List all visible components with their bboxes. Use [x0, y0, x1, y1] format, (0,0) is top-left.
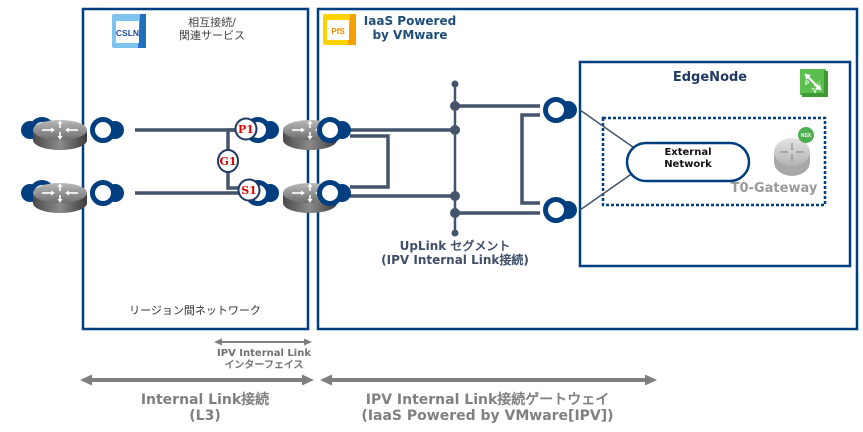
edge-port-bottom[interactable] [546, 200, 578, 221]
router-iaas-bottom[interactable] [248, 183, 352, 214]
bus-end-top [451, 80, 459, 88]
external-network-label: External Network [632, 147, 744, 170]
gateway-line2: (IaaS Powered by VMware[IPV]) [361, 408, 614, 425]
link-iaas-loop [350, 134, 390, 189]
nsx-router-icon: NSX [774, 127, 814, 176]
router-cs-bottom[interactable] [21, 183, 124, 214]
bus-node [450, 125, 460, 135]
router-cs-top[interactable] [21, 120, 124, 151]
pv-icon-v: V [813, 89, 817, 95]
edgenode-title: EdgeNode [672, 70, 748, 85]
badge-g1: G1 [217, 149, 239, 173]
region-network-label: リージョン間ネットワーク [129, 304, 261, 317]
badge-s1-text: S1 [241, 184, 257, 197]
link-ext-top [579, 109, 641, 153]
interface-span-label: IPV Internal Link インターフェイス [196, 348, 332, 371]
gateway-span-label: IPV Internal Link接続ゲートウェイ (IaaS Powered … [330, 392, 645, 424]
interface-line1: IPV Internal Link [217, 348, 311, 359]
bus-node [450, 191, 460, 201]
cs-title-line2: 関連サービス [179, 28, 245, 42]
badge-g1-text: G1 [219, 155, 236, 168]
link-edge-loop [520, 113, 540, 205]
badge-s1: S1 [237, 178, 261, 202]
pv-icon-p: P [805, 81, 809, 87]
pfs-icon: PfS [323, 14, 356, 45]
bus-end-bottom [451, 229, 459, 237]
pv-switch-icon: P V [800, 69, 828, 97]
internal-link-span-arrow [80, 374, 314, 386]
external-network-line2: Network [664, 158, 712, 170]
edge-port-top[interactable] [546, 100, 578, 121]
iaas-zone-frame [316, 7, 859, 331]
interface-line2: インターフェイス [224, 359, 304, 371]
uplink-line2: (IPV Internal Link接続) [381, 252, 529, 267]
iaas-title-line2: by VMware [372, 27, 448, 42]
external-network-line1: External [664, 147, 712, 158]
cs-title-line1: 相互接続/ [188, 16, 236, 29]
cs-zone-title: 相互接続/ 関連サービス [162, 16, 262, 42]
pfs-icon-text: PfS [331, 27, 345, 36]
interface-span-arrow [214, 338, 312, 346]
badge-p1-text: P1 [238, 123, 254, 136]
gateway-line1: IPV Internal Link接続ゲートウェイ [365, 392, 610, 408]
badge-p1: P1 [234, 117, 258, 141]
internal-link-line1: Internal Link接続 [140, 392, 270, 408]
t0-gateway-frame [601, 116, 827, 207]
nsx-badge-text: NSX [801, 133, 812, 139]
cs-zone-frame [81, 7, 310, 331]
bus-node [450, 208, 460, 218]
iaas-title-line1: IaaS Powered [363, 14, 457, 28]
bus-node [450, 101, 460, 111]
link-ext-bottom [579, 167, 641, 211]
csln-icon: CSLN [112, 14, 146, 48]
iaas-zone-title: IaaS Powered by VMware [360, 14, 460, 43]
internal-link-span-label: Internal Link接続 (L3) [110, 392, 300, 424]
uplink-segment-label: UpLink セグメント (IPV Internal Link接続) [355, 239, 555, 268]
t0-gateway-label: T0-Gateway [730, 181, 818, 196]
gateway-span-arrow [320, 374, 657, 386]
internal-link-line2: (L3) [189, 408, 221, 425]
router-iaas-top[interactable] [248, 120, 352, 151]
uplink-line1: UpLink セグメント [399, 239, 511, 253]
edgenode-frame [578, 60, 852, 268]
csln-icon-text: CSLN [116, 28, 139, 38]
external-network-pill[interactable] [625, 141, 751, 183]
